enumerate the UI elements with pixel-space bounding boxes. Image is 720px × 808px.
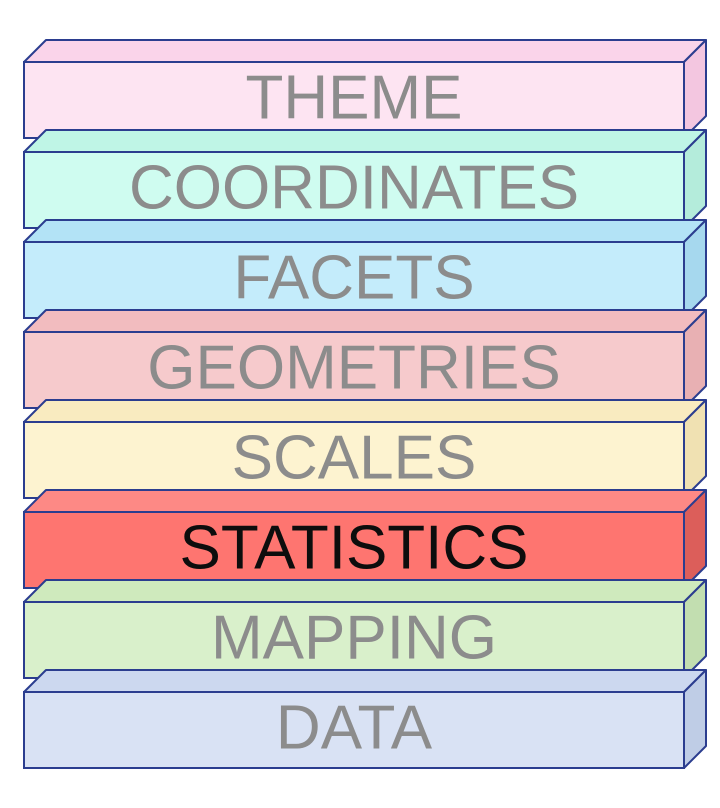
layer-scales: SCALES xyxy=(23,399,707,499)
layer-top-face xyxy=(23,489,707,513)
layer-front-face xyxy=(23,421,685,499)
layer-label: THEME xyxy=(246,63,463,132)
layer-top-face xyxy=(23,399,707,423)
layer-label: STATISTICS xyxy=(179,513,528,582)
layer-top-face xyxy=(23,309,707,333)
layer-top-face xyxy=(23,579,707,603)
layer-facets: FACETS xyxy=(23,219,707,319)
layer-front-face xyxy=(23,601,685,679)
layer-label: DATA xyxy=(276,693,433,762)
layer-coordinates: COORDINATES xyxy=(23,129,707,229)
layer-top-face xyxy=(23,669,707,693)
layer-front-face xyxy=(23,511,685,589)
layer-label: COORDINATES xyxy=(129,153,579,222)
layer-label: SCALES xyxy=(232,423,477,492)
layer-data: DATA xyxy=(23,669,707,769)
layer-front-face xyxy=(23,691,685,769)
layer-label: GEOMETRIES xyxy=(147,333,560,402)
layer-geometries: GEOMETRIES xyxy=(23,309,707,409)
layer-top-face xyxy=(23,39,707,63)
layer-top-face xyxy=(23,219,707,243)
layer-statistics: STATISTICS xyxy=(23,489,707,589)
layer-front-face xyxy=(23,331,685,409)
layer-theme: THEME xyxy=(23,39,707,139)
layer-mapping: MAPPING xyxy=(23,579,707,679)
layer-front-face xyxy=(23,61,685,139)
layer-front-face xyxy=(23,241,685,319)
layer-top-face xyxy=(23,129,707,153)
layer-label: FACETS xyxy=(233,243,474,312)
layer-label: MAPPING xyxy=(211,603,497,672)
